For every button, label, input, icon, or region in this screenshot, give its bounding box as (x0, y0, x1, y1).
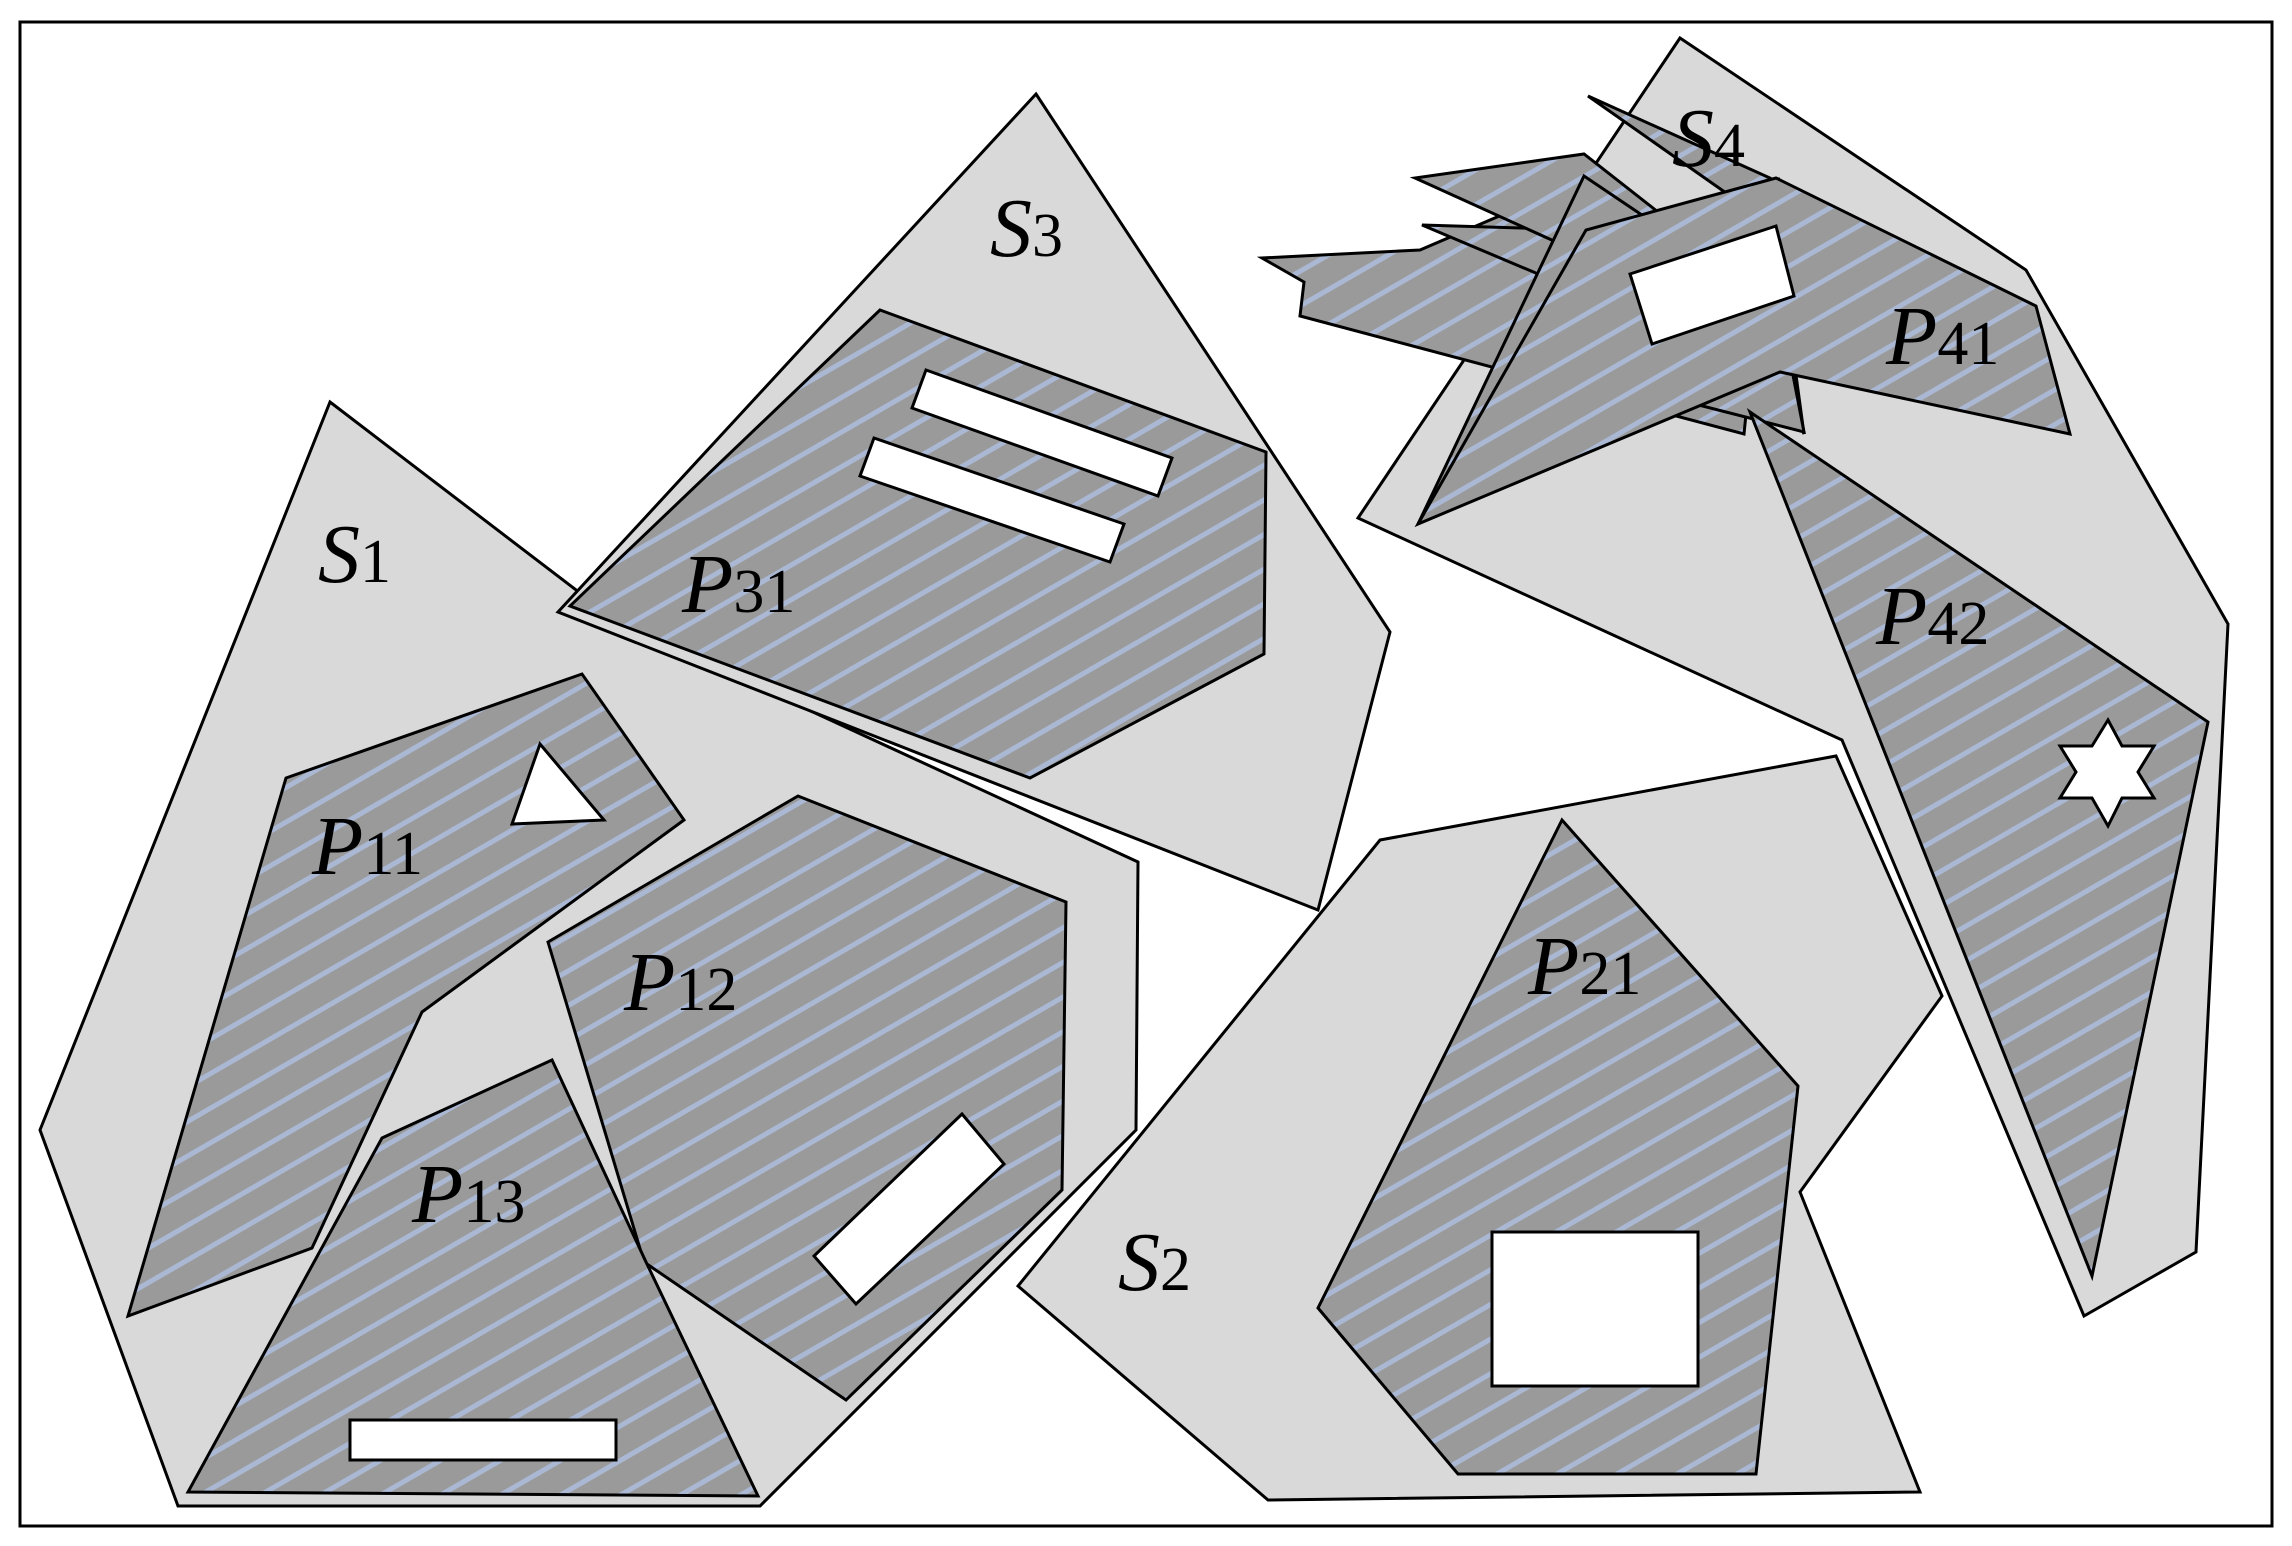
label-p12: P12 (623, 936, 737, 1029)
hole-rect-p21 (1490, 1230, 1700, 1388)
label-p31: P31 (681, 538, 795, 631)
part-p11 (125, 672, 687, 1319)
label-p21: P21 (1527, 920, 1641, 1013)
hole-slot-p12 (811, 1111, 1007, 1307)
label-p41: P41 (1885, 290, 1999, 383)
part-p13 (185, 1058, 761, 1498)
label-p11: P11 (311, 800, 423, 893)
label-s3: S3 (990, 182, 1063, 275)
part-p42 (1746, 408, 2210, 1282)
hole-slot-p41 (1628, 224, 1796, 346)
part-p41-final (1414, 176, 2073, 528)
label-s1: S1 (318, 508, 391, 601)
hole-slot-p31-top (910, 368, 1174, 498)
part-p31 (567, 308, 1268, 780)
hole-slot-p31-bottom (858, 436, 1126, 564)
label-p13: P13 (411, 1148, 525, 1241)
label-s4: S4 (1672, 92, 1745, 185)
label-s2: S2 (1118, 1216, 1191, 1309)
label-p42: P42 (1875, 570, 1989, 663)
hole-triangle (509, 741, 608, 826)
hole-slot-p13 (348, 1418, 618, 1462)
hole-star (2057, 716, 2157, 830)
